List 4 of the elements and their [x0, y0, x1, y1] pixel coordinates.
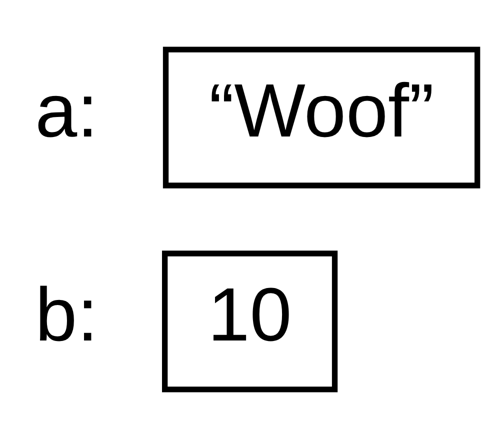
node-box: “Woof”: [162, 46, 480, 188]
node-label: b:: [35, 272, 98, 357]
node-box: 10: [162, 250, 338, 392]
node-label: a:: [35, 68, 98, 153]
